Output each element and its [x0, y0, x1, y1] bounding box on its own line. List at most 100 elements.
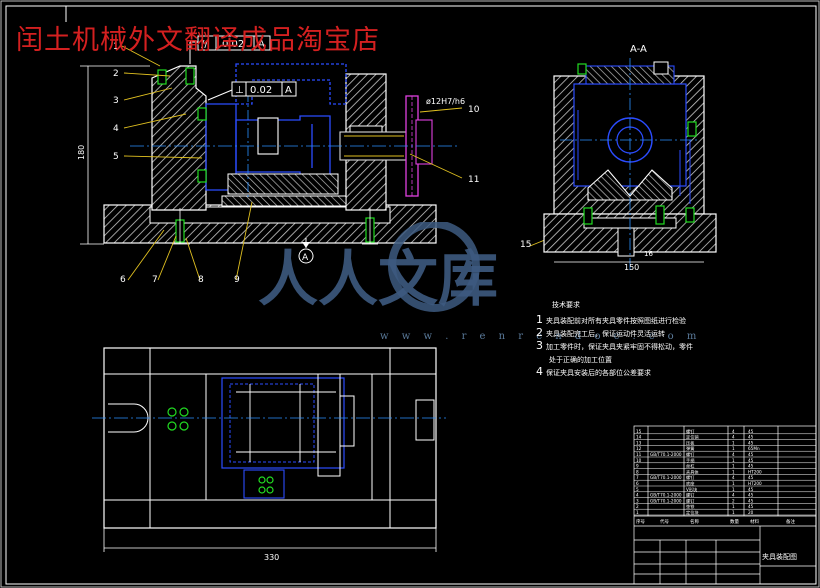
- bom-header-cell: 材料: [750, 518, 759, 525]
- inner-frame: [5, 5, 817, 585]
- bom-cell-no: 9: [636, 464, 639, 469]
- bom-header-cell: 名称: [690, 518, 699, 525]
- height-dimension-label: 180: [77, 145, 86, 160]
- bom-cell-mat: 45: [748, 487, 754, 492]
- svg-text:A: A: [258, 39, 265, 50]
- bom-cell-name: 压板: [686, 439, 695, 446]
- front-section-view: // 0.02 A ⊥ 0.02 A 180 ø12H7/h6 A: [77, 35, 585, 285]
- bom-cell-qty: 1: [732, 458, 735, 463]
- top-view: 330: [92, 347, 446, 562]
- title-block: 夹具装配图: [634, 426, 816, 586]
- bom-cell-qty: 1: [732, 504, 735, 509]
- bom-cell-name: 弹簧: [686, 445, 694, 452]
- bom-cell-qty: 2: [732, 498, 735, 503]
- tolerance-frame-parallel: // 0.02 A: [189, 35, 271, 64]
- svg-text:人人文库: 人人文库: [258, 245, 498, 315]
- bom-cell-std: GB/T70.1-2000: [650, 475, 682, 480]
- bom-cell-qty: 4: [732, 435, 735, 440]
- bom-cell-qty: 1: [732, 510, 735, 515]
- bom-cell-mat: HT200: [748, 481, 762, 486]
- bom-cell-mat: 45: [748, 498, 754, 503]
- bom-cell-mat: 45: [748, 504, 754, 509]
- bom-cell-no: 2: [636, 504, 639, 509]
- bom-cell-qty: 1: [732, 440, 735, 445]
- balloon-6: 6: [120, 275, 126, 285]
- width-dimension-label: 330: [264, 553, 279, 562]
- svg-text:⊥: ⊥: [235, 85, 244, 96]
- balloon-3: 3: [113, 96, 119, 106]
- bom-cell-no: 6: [636, 481, 639, 486]
- bom-grid: [633, 425, 817, 585]
- balloon-8: 8: [198, 275, 204, 285]
- bom-cell-mat: 45: [748, 429, 754, 434]
- bom-cell-mat: 45: [748, 475, 754, 480]
- bom-cell-mat: 65Mn: [748, 446, 760, 451]
- bom-header-cell: 序号: [636, 518, 645, 525]
- bom-cell-qty: 1: [732, 487, 735, 492]
- bom-cell-mat: 45: [748, 440, 754, 445]
- notes-title: 技术要求: [552, 301, 580, 309]
- bom-cell-name: 螺钉: [686, 474, 695, 481]
- brand-logo: 人人文库: [258, 222, 498, 315]
- bom-cell-no: 4: [636, 493, 639, 498]
- bom-cell-name: 手柄: [686, 457, 694, 464]
- bom-cell-no: 10: [636, 458, 642, 463]
- tolerance-frame-perpendicular: ⊥ 0.02 A: [207, 81, 297, 101]
- shop-watermark: 闰土机械外文翻译成品淘宝店: [16, 25, 380, 56]
- section-view-a-a: A-A 150 16: [543, 44, 717, 272]
- bom-cell-mat: 45: [748, 435, 754, 440]
- brand-url: w w w . r e n r e n d o c . c o m: [380, 331, 702, 342]
- bom-cell-no: 11: [636, 452, 642, 457]
- view-marker-a: A: [298, 238, 314, 264]
- bom-cell-name: 夹具体: [686, 468, 699, 475]
- bom-cell-qty: 1: [732, 446, 735, 451]
- bom-cell-qty: 1: [732, 481, 735, 486]
- balloon-7: 7: [152, 275, 158, 285]
- balloon-15: 15: [520, 240, 531, 250]
- note-line: 处于正确的加工位置: [549, 356, 612, 364]
- bom-cell-name: 垫铁: [686, 503, 695, 510]
- left-clamp-body: [151, 65, 207, 211]
- bom-cell-no: 3: [636, 498, 639, 503]
- svg-text:A: A: [285, 85, 292, 96]
- bom-cell-mat: 45: [748, 452, 754, 457]
- section-small-dim-label: 16: [644, 250, 653, 258]
- bom-cell-name: 底座: [686, 480, 694, 487]
- bom-cell-qty: 4: [732, 452, 735, 457]
- balloon-4: 4: [113, 124, 119, 134]
- bom-cell-mat: 20: [748, 510, 754, 515]
- bom-cell-qty: 4: [732, 493, 735, 498]
- balloon-10: 10: [468, 105, 480, 115]
- bom-cell-std: GB/T70.1-2000: [650, 498, 682, 503]
- svg-text:A: A: [302, 253, 309, 263]
- bom-cell-mat: 45: [748, 493, 754, 498]
- bom-cell-name: 螺钉: [686, 428, 695, 435]
- bom-cell-no: 1: [636, 510, 639, 515]
- svg-text:0.02: 0.02: [250, 85, 272, 96]
- bom-cell-mat: 45: [748, 464, 754, 469]
- section-label: A-A: [630, 44, 647, 55]
- bom-cell-std: GB/T70.1-2000: [650, 493, 682, 498]
- bom-cell-name: 丝杠: [686, 463, 694, 470]
- svg-text://: //: [201, 39, 208, 50]
- bom-cell-std: GB/T70.1-2000: [650, 452, 682, 457]
- balloon-9: 9: [234, 275, 240, 285]
- section-width-label: 150: [624, 263, 639, 272]
- bom-cell-qty: 1: [732, 469, 735, 474]
- bom-cell-mat: 45: [748, 458, 754, 463]
- bom-cell-no: 13: [636, 440, 642, 445]
- bom-cell-no: 7: [636, 475, 639, 480]
- bom-cell-no: 14: [636, 435, 642, 440]
- bom-cell-no: 8: [636, 469, 639, 474]
- bom-cell-qty: 4: [732, 475, 735, 480]
- bom-cell-mat: HT200: [748, 469, 762, 474]
- balloon-2: 2: [113, 69, 119, 79]
- svg-text:0.02: 0.02: [222, 39, 244, 50]
- bom-cell-no: 5: [636, 487, 639, 492]
